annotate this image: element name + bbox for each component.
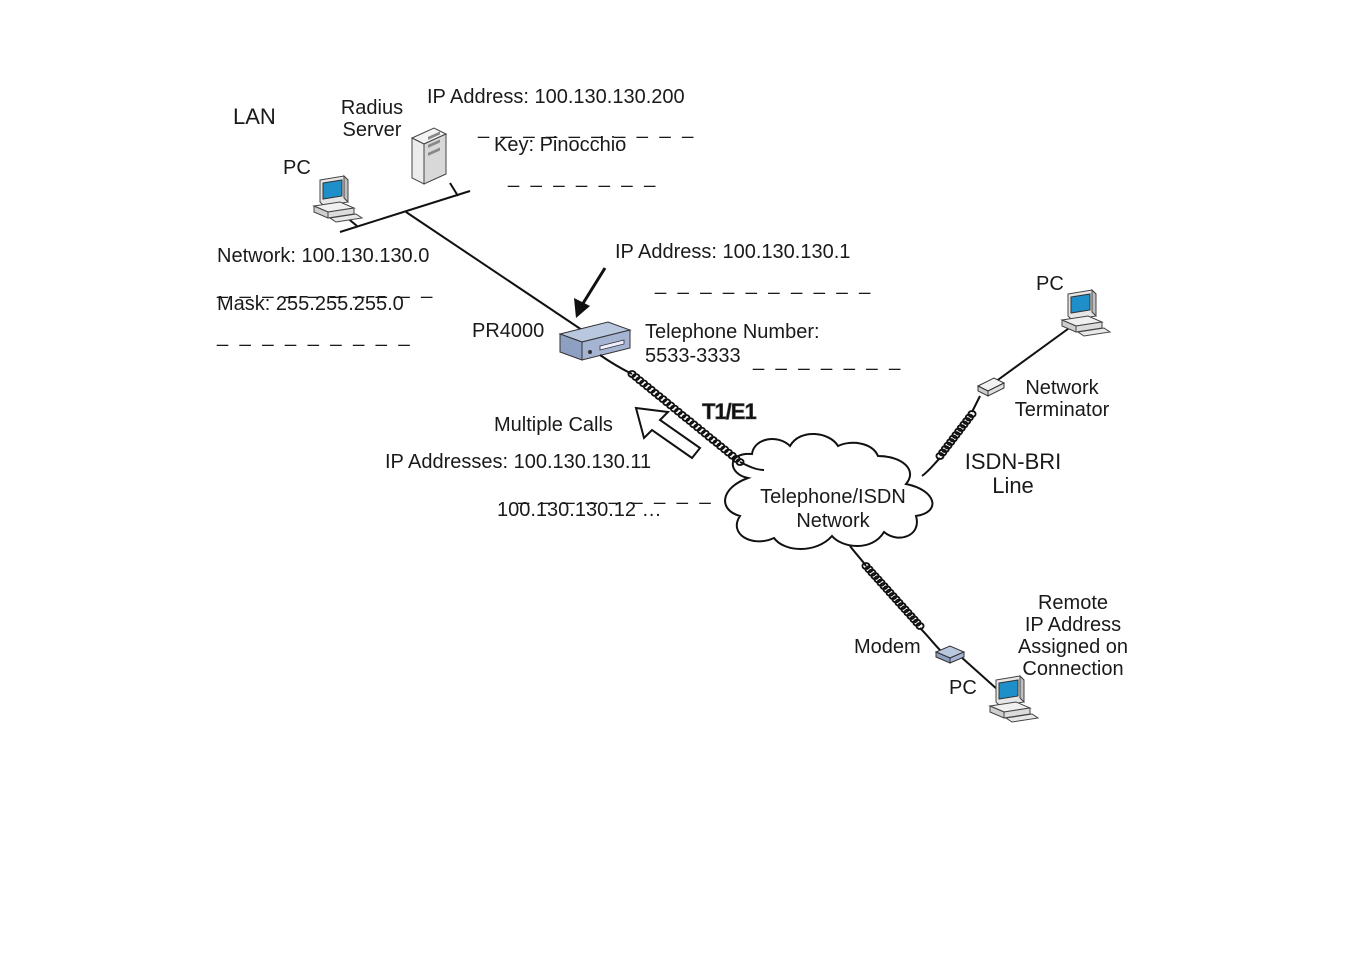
network-label: Network: 100.130.130.0 [217,245,430,267]
ip-addresses-continued: 100.130.130.12 … [497,499,662,521]
t1e1-label: T1/E1 [702,399,757,424]
radius-key-blank: _ _ _ _ _ _ _ [508,166,659,188]
radius-ip-label: IP Address: 100.130.130.200 [427,86,685,108]
pc-isdn-icon [1061,289,1111,337]
pr-ip-blank: _ _ _ _ _ _ _ _ _ _ [655,273,874,295]
ip-addresses-blank: _ _ _ _ _ _ _ _ _ [518,483,714,505]
radius-ip-blank: _ _ _ _ _ _ _ _ _ _ [478,117,697,139]
telephone-number-blank: _ _ _ _ _ _ _ [753,349,904,371]
remote-line4: Connection [1022,658,1124,680]
radius-server-label: Radius Server [330,97,414,141]
isdn-cable-end [921,457,941,477]
mask-label: Mask: 255.255.255.0 [217,293,404,315]
lan-bus [339,190,471,233]
terminator-to-coil [971,395,981,413]
network-terminator-label: Network Terminator [1006,377,1118,421]
remote-line2: IP Address [1024,614,1122,636]
isdn-bri-line2: Line [992,473,1034,498]
terminator-to-pc-cable [994,325,1073,383]
cloud-label-line2: Network [796,510,870,532]
remote-line3: Assigned on [1017,636,1129,658]
modem-cable-bottom [919,627,941,651]
pr4000-pointer-arrow [580,267,607,306]
cloud-label-line1: Telephone/ISDN [760,486,906,508]
cloud-label: Telephone/ISDN Network [748,486,918,532]
modem-cable-top [849,545,867,567]
telephone-isdn-cloud [724,432,934,550]
t1e1-cable-start [599,354,633,375]
t1e1-coiled-cable [627,370,745,466]
network-terminator-line2: Terminator [1014,399,1110,421]
multiple-calls-arrow [634,406,702,460]
coil-ring [735,458,745,466]
pc-modem-icon [989,675,1039,723]
pr4000-device-icon [558,321,632,361]
pr-ip-label: IP Address: 100.130.130.1 [615,241,851,263]
lan-to-pr4000-cable [405,211,586,333]
pc-isdn-label: PC [1036,273,1064,295]
lan-label: LAN [233,104,276,129]
pc-lan-label: PC [283,157,311,179]
radius-server-icon [410,127,448,185]
modem-coiled-cable [861,562,925,630]
radius-key-label: Key: Pinocchio [494,134,627,156]
mask-blank: _ _ _ _ _ _ _ _ _ [217,325,413,347]
pr4000-label: PR4000 [472,320,545,342]
t1e1-cable-end [739,461,765,471]
network-terminator-icon [976,377,1006,397]
pr4000-arrowhead [574,298,590,318]
ip-addresses-label: IP Addresses: 100.130.130.11 [385,451,652,473]
modem-to-pc-cable [959,655,999,691]
isdn-bri-line1: ISDN-BRI [964,449,1062,474]
multiple-calls-label: Multiple Calls [494,414,613,436]
network-terminator-line1: Network [1025,377,1099,399]
modem-label: Modem [854,636,921,658]
pc-lan-icon [313,175,363,223]
radius-server-line1: Radius [340,97,404,119]
remote-line1: Remote [1037,592,1109,614]
network-blank: _ _ _ _ _ _ _ _ _ _ [217,277,436,299]
telephone-number-value: 5533-3333 [645,345,741,367]
isdn-bri-label: ISDN-BRI Line [955,451,1071,497]
modem-icon [934,645,966,664]
telephone-number-label: Telephone Number: [645,321,820,343]
remote-ip-label: Remote IP Address Assigned on Connection [1008,592,1138,680]
server-to-lan-cable [449,182,459,197]
radius-server-line2: Server [342,119,402,141]
pc-modem-label: PC [949,677,977,699]
